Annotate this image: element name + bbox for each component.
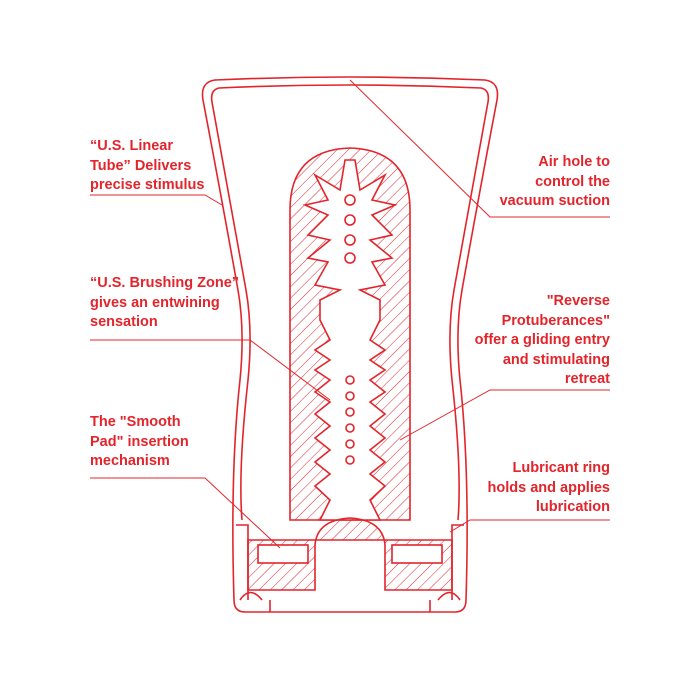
- label-smooth-pad: The "Smooth Pad" insertion mechanism: [90, 414, 189, 469]
- outer-tube: [201, 76, 499, 613]
- smooth-pad-base: [247, 517, 453, 591]
- label-lubricant-ring: Lubricant ring holds and applies lubrica…: [487, 460, 610, 515]
- label-brushing-zone: “U.S. Brushing Zone” gives an entwining …: [90, 275, 240, 330]
- label-reverse-protuberances: "Reverse Protuberances" offer a gliding …: [474, 293, 610, 387]
- label-linear-tube: “U.S. Linear Tube” Delivers precise stim…: [90, 138, 205, 193]
- label-air-hole: Air hole to control the vacuum suction: [499, 154, 610, 209]
